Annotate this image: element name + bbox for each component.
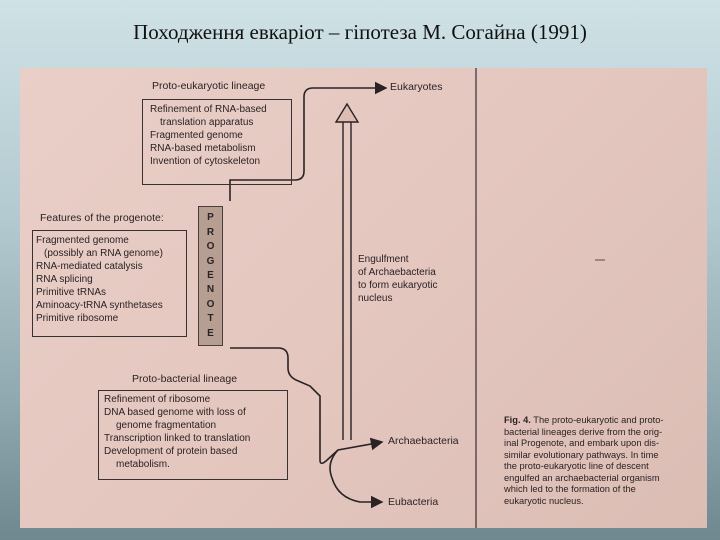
proto-bacterial-item: Development of protein based [104, 446, 238, 457]
proto-bacterial-item: genome fragmentation [116, 420, 217, 431]
proto-eukaryotic-item: Invention of cytoskeleton [150, 156, 261, 167]
caption-line: which led to the formation of the [504, 484, 636, 494]
progenote-letter: O [206, 241, 215, 253]
proto-bacterial-item: metabolism. [116, 459, 170, 470]
archaebacteria-arrow [319, 424, 384, 465]
caption-line: the proto-eukaryotic line of descent [504, 461, 649, 471]
proto-eukaryotic-heading: Proto-eukaryotic lineage [152, 80, 266, 92]
bacterial-lineage-line [230, 347, 321, 424]
progenote-letter: T [207, 313, 214, 325]
figure-photo: Proto-eukaryotic lineage Refinement of R… [20, 68, 707, 528]
proto-bacterial-item: Refinement of ribosome [104, 394, 211, 405]
proto-eukaryotic-item: Fragmented genome [150, 130, 243, 141]
progenote-bar: P R O G E N O T E [198, 206, 223, 346]
engulfment-arrow-head [334, 102, 360, 123]
progenote-letter: E [207, 327, 214, 339]
progenote-letter: R [206, 226, 215, 238]
eubacteria-arrow [329, 449, 384, 509]
progenote-feature-item: Primitive tRNAs [36, 287, 107, 298]
progenote-features-heading: Features of the progenote: [40, 212, 164, 224]
caption-label: Fig. 4. [504, 415, 531, 425]
progenote-features-box [32, 230, 187, 337]
engulfment-label-line: to form eukaryotic [358, 280, 438, 291]
engulfment-label-line: Engulfment [358, 254, 409, 265]
progenote-feature-item: RNA-mediated catalysis [36, 261, 143, 272]
progenote-letter: O [206, 298, 215, 310]
proto-eukaryotic-box [142, 99, 292, 185]
progenote-feature-item: RNA splicing [36, 274, 93, 285]
proto-eukaryotic-item: Refinement of RNA-based [150, 104, 267, 115]
progenote-feature-item: Primitive ribosome [36, 313, 119, 324]
caption-line: inal Progenote, and embark upon dis- [504, 438, 660, 448]
proto-bacterial-item: Transcription linked to translation [104, 433, 251, 444]
proto-eukaryotic-item: translation apparatus [160, 117, 254, 128]
progenote-letter: E [207, 269, 214, 281]
proto-eukaryotic-item: RNA-based metabolism [150, 143, 256, 154]
progenote-letter: N [206, 284, 215, 296]
figure-lines [229, 68, 605, 528]
caption-line: eukaryotic nucleus. [504, 495, 584, 506]
progenote-letter: G [206, 255, 215, 267]
proto-bacterial-item: DNA based genome with loss of [104, 407, 246, 418]
progenote-feature-item: Fragmented genome [36, 235, 129, 246]
caption-line: similar evolutionary pathways. In time [504, 449, 659, 460]
engulfment-label-line: nucleus [358, 293, 393, 304]
caption-line: bacterial lineages derive from the orig- [504, 426, 663, 437]
slide-title: Походження евкаріот – гіпотеза М. Согайн… [133, 20, 587, 44]
caption-line: The proto-eukaryotic and proto- [530, 415, 664, 425]
engulfment-label-line: of Archaebacteria [358, 267, 436, 278]
progenote-feature-item: (possibly an RNA genome) [44, 248, 163, 259]
proto-bacterial-heading: Proto-bacterial lineage [132, 373, 238, 385]
eukaryote-lineage-arrow [229, 81, 388, 201]
eubacteria-label: Eubacteria [388, 496, 439, 508]
progenote-feature-item: Aminoacy-tRNA synthetases [36, 300, 163, 311]
caption-line: engulfed an archaebacterial organism [504, 472, 660, 483]
eukaryotes-label: Eukaryotes [390, 81, 443, 93]
archaebacteria-label: Archaebacteria [388, 435, 459, 447]
progenote-letter: P [207, 212, 214, 224]
figure-caption: Fig. 4. The proto-eukaryotic and proto- … [504, 415, 700, 507]
proto-bacterial-box [98, 390, 288, 480]
